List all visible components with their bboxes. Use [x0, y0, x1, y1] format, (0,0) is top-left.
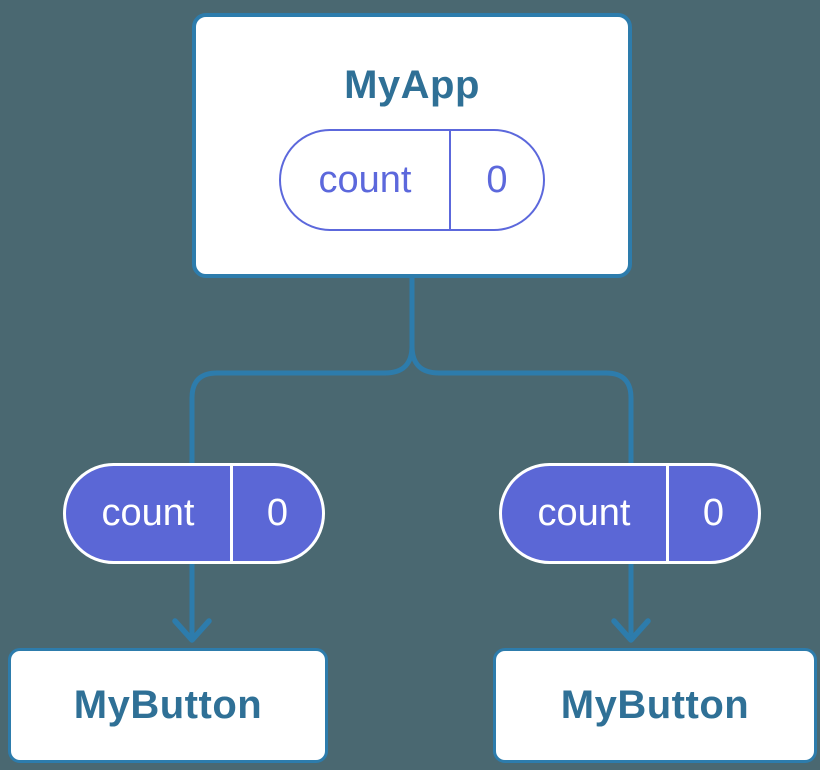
- connector-branch-right: [409, 345, 634, 637]
- component-title-myapp: MyApp: [344, 63, 480, 107]
- state-value: 0: [702, 492, 725, 534]
- component-card-mybutton-right: MyButton: [493, 648, 817, 763]
- connector-branch-left: [189, 345, 415, 637]
- state-pill-child-left: count 0: [63, 463, 325, 564]
- state-value: 0: [486, 158, 508, 201]
- state-name-label: count: [318, 158, 412, 201]
- arrowhead-left-icon: [172, 618, 212, 643]
- pill-divider: [666, 466, 669, 561]
- pill-divider: [449, 131, 451, 229]
- arrowhead-right-icon: [611, 618, 651, 643]
- component-title-mybutton-right: MyButton: [560, 683, 750, 727]
- component-card-mybutton-left: MyButton: [8, 648, 328, 763]
- state-name-label: count: [101, 492, 195, 534]
- state-pill-root: count 0: [279, 129, 545, 231]
- state-name-label: count: [537, 492, 631, 534]
- component-title-mybutton-left: MyButton: [73, 683, 263, 727]
- state-value: 0: [266, 492, 289, 534]
- pill-divider: [230, 466, 233, 561]
- state-pill-child-right: count 0: [499, 463, 761, 564]
- component-card-myapp: MyApp count 0: [192, 13, 632, 278]
